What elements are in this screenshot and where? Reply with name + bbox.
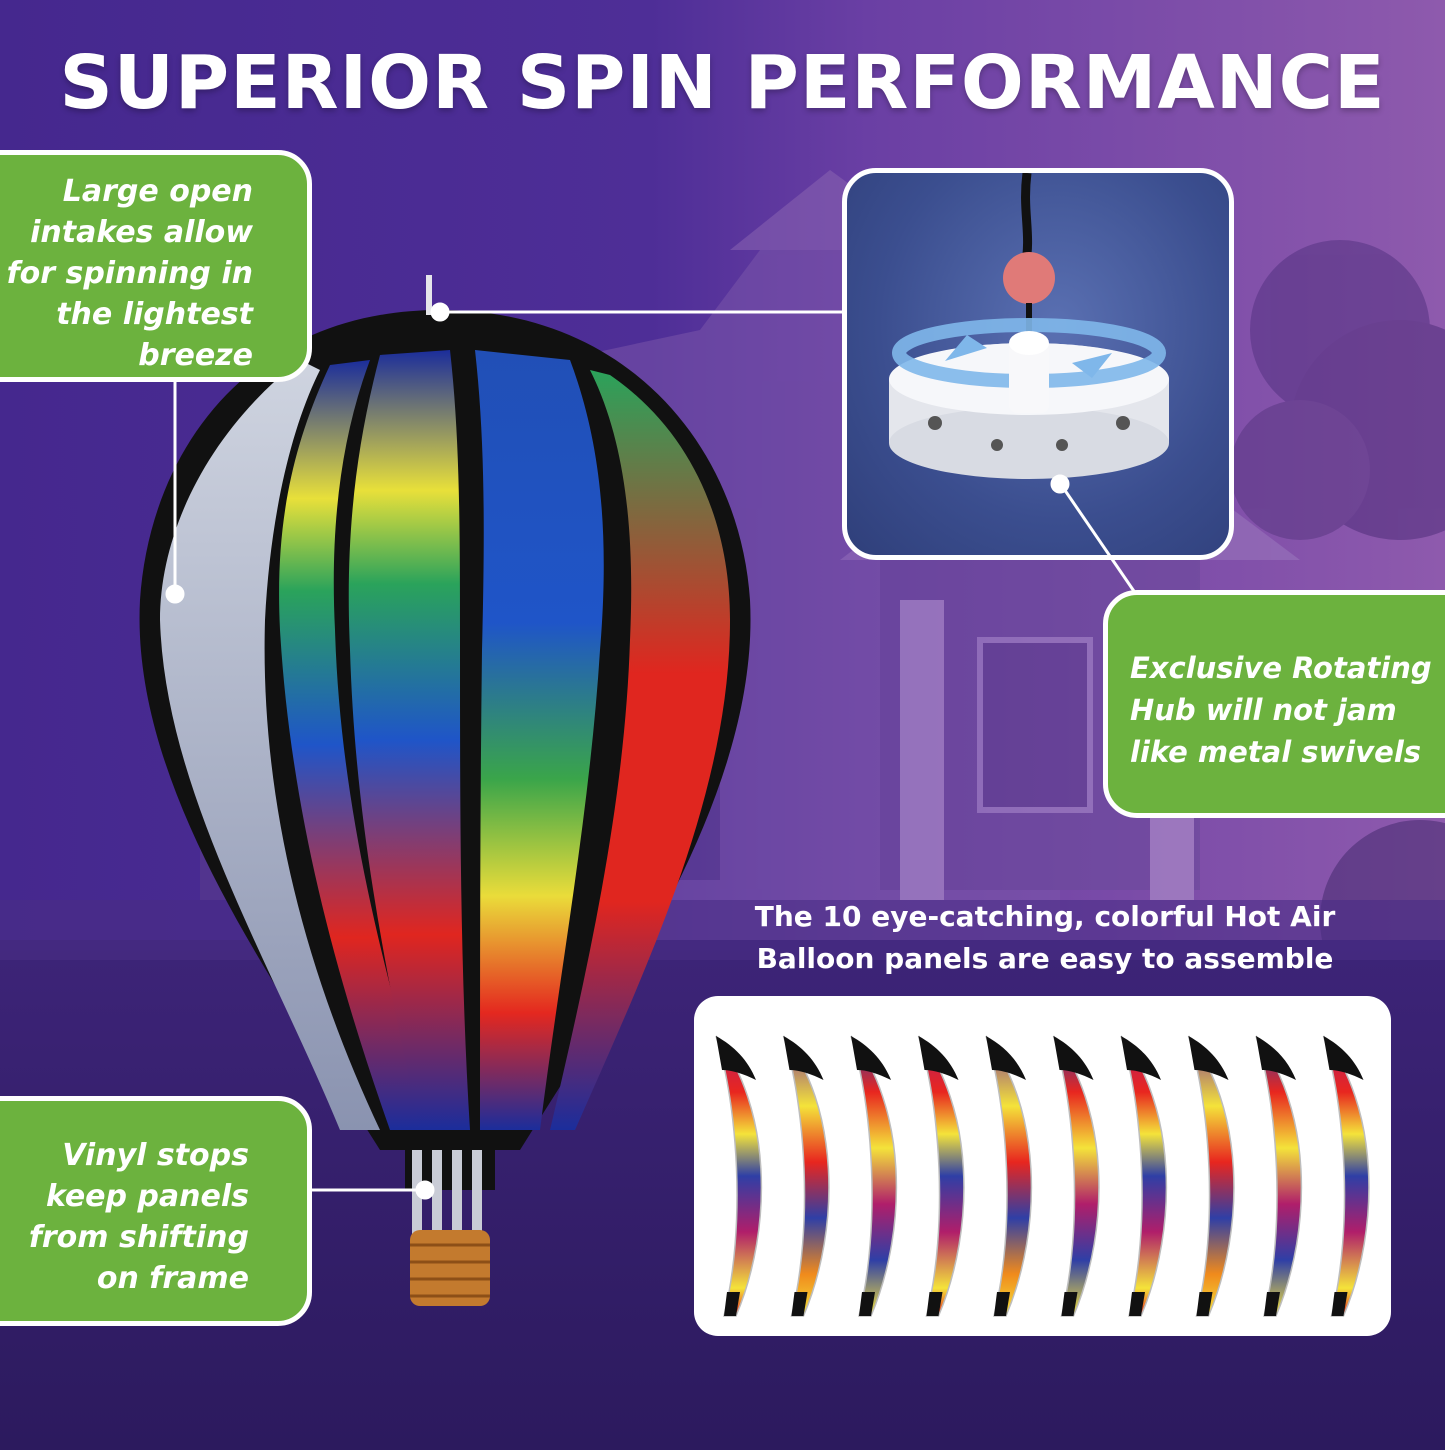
balloon-panel-icon xyxy=(917,1035,965,1317)
callout-vinyl-stops: Vinyl stops keep panels from shifting on… xyxy=(0,1096,312,1326)
hub-photo xyxy=(842,168,1234,560)
callout-line: Hub will not jam xyxy=(1130,693,1397,727)
balloon-panel-icon xyxy=(1255,1035,1303,1317)
balloon-panel-icon xyxy=(1187,1035,1235,1317)
page-title: SUPERIOR SPIN PERFORMANCE xyxy=(59,40,1386,126)
callout-line: Exclusive Rotating xyxy=(1130,651,1432,685)
rainbow-hot-air-balloon-icon xyxy=(139,275,751,1306)
callout-line: like metal swivels xyxy=(1130,735,1422,769)
balloon-panel-icon xyxy=(1120,1035,1168,1317)
callout-line: for spinning in xyxy=(6,256,253,291)
callout-line: keep panels xyxy=(45,1179,249,1214)
callout-exclusive-rotating-hub: Exclusive Rotating Hub will not jam like… xyxy=(1103,590,1445,818)
callout-line: the lightest xyxy=(56,297,253,332)
callout-line: from shifting xyxy=(28,1220,249,1255)
callout-line: intakes allow xyxy=(30,215,253,250)
balloon-panel-icon xyxy=(985,1035,1033,1317)
callout-line: breeze xyxy=(138,338,253,373)
balloon-panel-icon xyxy=(782,1035,830,1317)
balloon-panels-display xyxy=(694,996,1391,1336)
balloon-panels-row xyxy=(715,1035,1370,1317)
balloon-panel-icon xyxy=(850,1035,898,1317)
callout-line: on frame xyxy=(96,1261,249,1296)
caption-line: Balloon panels are easy to assemble xyxy=(756,942,1334,975)
callout-line: Vinyl stops xyxy=(62,1138,249,1173)
rotating-hub-icon xyxy=(889,173,1169,479)
callout-line: Large open xyxy=(62,174,253,209)
caption-line: The 10 eye-catching, colorful Hot Air xyxy=(754,900,1336,933)
balloon-panel-icon xyxy=(715,1035,763,1317)
panels-caption: The 10 eye-catching, colorful Hot Air Ba… xyxy=(700,896,1390,980)
balloon-basket xyxy=(410,1230,490,1306)
callout-large-open-intakes: Large open intakes allow for spinning in… xyxy=(0,150,312,382)
balloon-panel-icon xyxy=(1322,1035,1370,1317)
balloon-panel-icon xyxy=(1052,1035,1100,1317)
